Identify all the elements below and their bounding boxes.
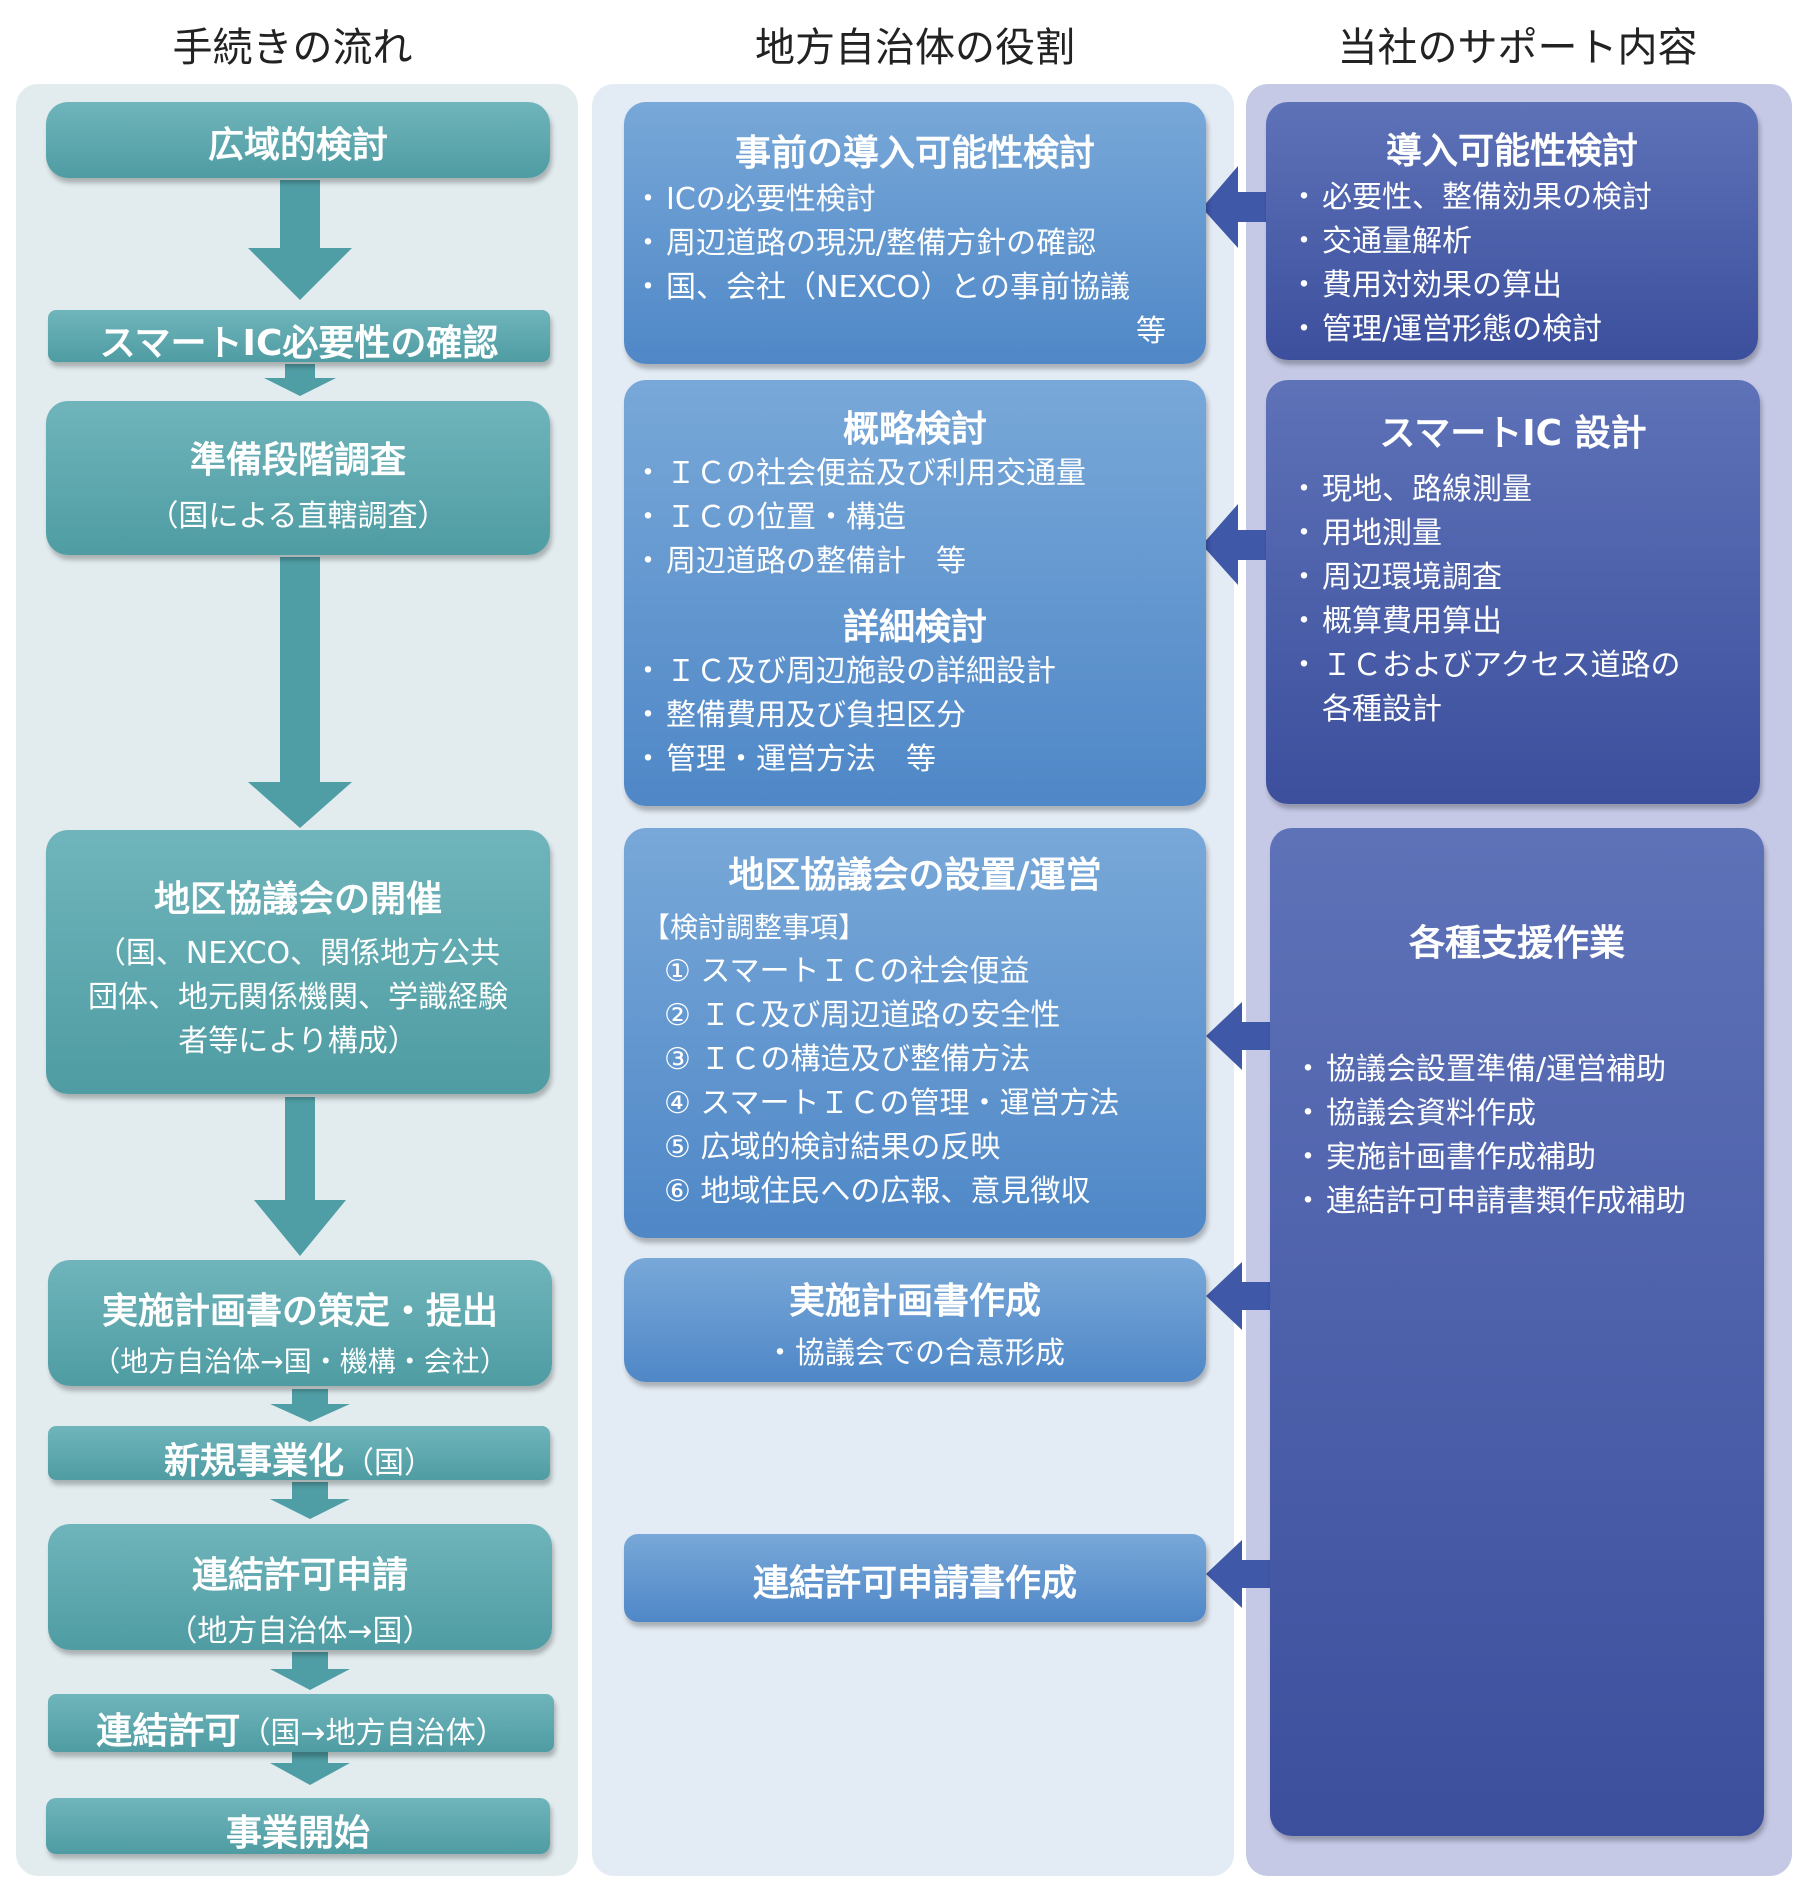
list-item: 交通量解析 (1286, 220, 1758, 264)
list-item: 周辺道路の現況/整備方針の確認 (630, 222, 1206, 266)
flow-step-connection-application: 連結許可申請 （地方自治体→国） (48, 1524, 552, 1650)
down-arrow (248, 180, 352, 300)
box-title: 実施計画書作成 (788, 1281, 1041, 1322)
company-box-feasibility-study: 導入可能性検討 必要性、整備効果の検討 交通量解析 費用対効果の算出 管理/運営… (1266, 102, 1758, 360)
step-title: 新規事業化 (163, 1441, 344, 1482)
list-item: 用地測量 (1286, 512, 1760, 556)
company-box-support-work: 各種支援作業 協議会設置準備/運営補助 協議会資料作成 実施計画書作成補助 連結… (1270, 828, 1764, 1836)
list-item: ＩＣおよびアクセス道路の (1286, 644, 1760, 688)
flow-step-new-project: 新規事業化（国） (48, 1426, 550, 1482)
down-arrow (270, 1389, 350, 1422)
list-item: 連結許可申請書類作成補助 (1290, 1180, 1764, 1224)
list-item: 管理・運営方法 等 (630, 738, 1206, 782)
list-item: ⑤ 広域的検討結果の反映 (664, 1130, 1001, 1165)
step-title: 実施計画書の策定・提出 (101, 1291, 498, 1332)
down-arrow (248, 557, 352, 828)
flow-step-preparatory-survey: 準備段階調査 （国による直轄調査） (46, 401, 550, 555)
list-item: ② ＩＣ及び周辺道路の安全性 (664, 998, 1061, 1033)
step-title: 連結許可申請 (191, 1555, 408, 1596)
step-subtitle: （国による直轄調査） (148, 499, 448, 534)
box-title: 事前の導入可能性検討 (734, 133, 1095, 174)
left-arrow (1202, 166, 1270, 248)
left-arrow (1206, 1540, 1272, 1608)
flow-step-need-confirmation: スマートIC必要性の確認 (48, 310, 550, 364)
list-item: ① スマートＩＣの社会便益 (664, 954, 1030, 989)
list-item: 実施計画書作成補助 (1290, 1136, 1764, 1180)
header-flow: 手続きの流れ (172, 25, 413, 71)
local-box-council-operation: 地区協議会の設置/運営 【検討調整事項】 ① スマートＩＣの社会便益 ② ＩＣ及… (624, 828, 1206, 1238)
left-arrow (1206, 1262, 1272, 1330)
step-subtitle: （国） (344, 1446, 434, 1481)
list-item: 概算費用算出 (1286, 600, 1760, 644)
list-item: 管理/運営形態の検討 (1286, 308, 1758, 352)
list-item: 現地、路線測量 (1286, 468, 1760, 512)
header-local-role: 地方自治体の役割 (755, 25, 1075, 71)
list-item: ＩＣの社会便益及び利用交通量 (630, 452, 1206, 496)
header-company-support: 当社のサポート内容 (1337, 25, 1698, 71)
list-item: ICの必要性検討 (630, 178, 1206, 222)
list-item: ③ ＩＣの構造及び整備方法 (664, 1042, 1031, 1077)
box-title: 各種支援作業 (1408, 923, 1625, 964)
left-arrow (1202, 504, 1270, 585)
box-title: 導入可能性検討 (1385, 131, 1638, 172)
down-arrow (270, 1746, 350, 1785)
list-item-continued: 各種設計 (1322, 692, 1442, 727)
local-box-preliminary-study: 事前の導入可能性検討 ICの必要性検討 周辺道路の現況/整備方針の確認 国、会社… (624, 102, 1206, 364)
list-item: 周辺道路の整備計 等 (630, 540, 1206, 584)
box-title: スマートIC 設計 (1379, 413, 1647, 454)
list-item: 整備費用及び負担区分 (630, 694, 1206, 738)
company-box-ic-design: スマートIC 設計 現地、路線測量 用地測量 周辺環境調査 概算費用算出 ＩＣお… (1266, 380, 1760, 804)
list-item: 周辺環境調査 (1286, 556, 1760, 600)
down-arrow (254, 1097, 346, 1256)
list-item: ④ スマートＩＣの管理・運営方法 (664, 1086, 1120, 1121)
box-title: 地区協議会の設置/運営 (728, 855, 1102, 896)
list-item: ⑥ 地域住民への広報、意見徴収 (664, 1174, 1091, 1209)
local-box-outline-detail-study: 概略検討 ＩＣの社会便益及び利用交通量 ＩＣの位置・構造 周辺道路の整備計 等 … (624, 380, 1206, 806)
step-subtitle: （地方自治体→国・機構・会社） (92, 1345, 508, 1378)
list-item: ・協議会での合意形成 (765, 1336, 1065, 1371)
flow-step-project-start: 事業開始 (46, 1798, 550, 1854)
list-item: 協議会設置準備/運営補助 (1290, 1048, 1764, 1092)
box-title: 概略検討 (842, 409, 987, 450)
flow-step-connection-permit: 連結許可（国→地方自治体） (48, 1694, 554, 1752)
down-arrow (264, 364, 336, 396)
step-subtitle-line: 者等により構成） (178, 1024, 418, 1059)
step-title: 事業開始 (225, 1813, 370, 1854)
list-item: 国、会社（NEXCO）との事前協議 (630, 266, 1206, 310)
list-item: 協議会資料作成 (1290, 1092, 1764, 1136)
left-arrow (1206, 1002, 1272, 1070)
step-title: 準備段階調査 (189, 440, 406, 481)
step-title: 地区協議会の開催 (153, 879, 442, 920)
list-item: ＩＣの位置・構造 (630, 496, 1206, 540)
step-subtitle: （地方自治体→国） (167, 1614, 433, 1649)
list-etc: 等 (1136, 314, 1166, 349)
step-title: 広域的検討 (207, 125, 388, 166)
local-box-connection-application: 連結許可申請書作成 (624, 1534, 1206, 1622)
step-title: 連結許可 (96, 1711, 241, 1752)
list-item: ＩＣ及び周辺施設の詳細設計 (630, 650, 1206, 694)
list-item: 費用対効果の算出 (1286, 264, 1758, 308)
step-subtitle: （国、NEXCO、関係地方公共 団体、地元関係機関、学識経験 者等により構成） (46, 932, 550, 1064)
step-subtitle-line: （国、NEXCO、関係地方公共 (95, 936, 501, 971)
flow-step-council-meeting: 地区協議会の開催 （国、NEXCO、関係地方公共 団体、地元関係機関、学識経験 … (46, 830, 550, 1094)
list-item: 必要性、整備効果の検討 (1286, 176, 1758, 220)
down-arrow (270, 1482, 350, 1519)
flow-step-wide-area-study: 広域的検討 (46, 102, 550, 178)
box-title: 連結許可申請書作成 (752, 1563, 1077, 1604)
flow-step-implementation-plan: 実施計画書の策定・提出 （地方自治体→国・機構・会社） (48, 1260, 552, 1386)
local-box-implementation-plan: 実施計画書作成 ・協議会での合意形成 (624, 1258, 1206, 1382)
step-subtitle: （国→地方自治体） (240, 1716, 506, 1751)
box-title: 詳細検討 (842, 607, 987, 648)
down-arrow (270, 1652, 350, 1690)
step-title: スマートIC必要性の確認 (99, 323, 499, 364)
list-subhead: 【検討調整事項】 (642, 911, 867, 944)
step-subtitle-line: 団体、地元関係機関、学識経験 (88, 980, 508, 1015)
